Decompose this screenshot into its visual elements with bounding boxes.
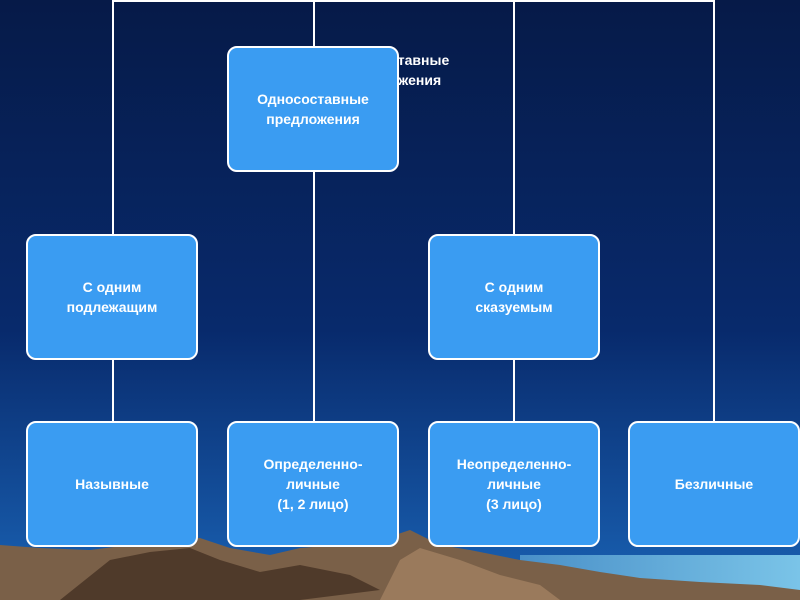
connector-left-lower (112, 358, 114, 422)
background-caption: ставные ожения (390, 50, 510, 90)
connector-left (112, 0, 114, 236)
node-one-subject: С одним подлежащим (26, 234, 198, 360)
node-one-predicate: С одним сказуемым (428, 234, 600, 360)
top-connector (112, 0, 715, 2)
root-node: Односоставные предложения (227, 46, 399, 172)
leaf-impersonal: Безличные (628, 421, 800, 547)
leaf-definite-personal: Определенно- личные (1, 2 лицо) (227, 421, 399, 547)
connector-center-right (513, 0, 515, 236)
leaf-nominative: Назывные (26, 421, 198, 547)
connector-center-right-lower (513, 358, 515, 422)
leaf-indefinite-personal: Неопределенно- личные (3 лицо) (428, 421, 600, 547)
connector-right (713, 0, 715, 422)
